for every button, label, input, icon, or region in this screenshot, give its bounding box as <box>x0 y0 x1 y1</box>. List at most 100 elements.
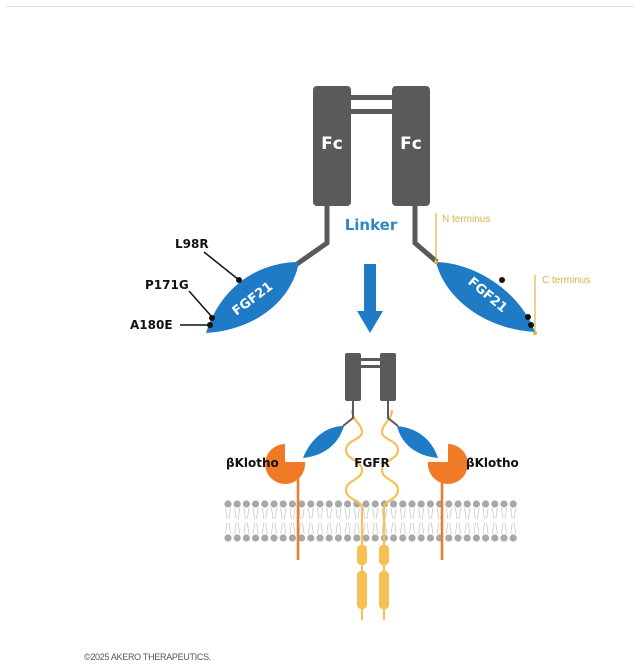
lipid-head <box>362 534 370 542</box>
lipid-head <box>270 500 278 508</box>
mutation-leader-l98r <box>203 251 240 281</box>
lipid-tail <box>363 507 366 520</box>
lipid-head <box>390 534 398 542</box>
lipid-tail <box>399 522 403 535</box>
lipid-tail <box>307 522 311 535</box>
lipid-tail <box>436 507 439 520</box>
lipid-head <box>224 500 232 508</box>
lipid-tail <box>363 522 366 535</box>
linker-left <box>295 206 330 267</box>
mutation-dot-a180e <box>207 322 213 328</box>
lipid-head <box>307 534 315 542</box>
fgf21-left-shape <box>206 262 299 333</box>
mutation-leader-p171g <box>188 290 213 318</box>
fgfr-right-kinase-1 <box>379 545 389 565</box>
mutation-label-a180e: A180E <box>130 318 173 332</box>
lipid-tail <box>234 507 237 520</box>
linker-small-right <box>387 401 399 427</box>
lipid-tail <box>326 507 329 520</box>
lipid-head <box>390 500 398 508</box>
lipid-tail <box>344 507 347 520</box>
lipid-head <box>371 500 379 508</box>
lipid-tail <box>486 507 489 520</box>
fgfr-left <box>344 409 367 620</box>
lipid-head <box>298 500 306 508</box>
lipid-tail <box>247 507 250 520</box>
lipid-head <box>500 500 508 508</box>
lipid-head <box>279 500 287 508</box>
lipid-head <box>445 534 453 542</box>
fgfr-label: FGFR <box>354 456 389 470</box>
fc-domain-right <box>392 86 430 206</box>
lipid-tail <box>477 522 480 535</box>
lipid-tail <box>289 507 292 520</box>
lipid-head <box>298 534 306 542</box>
lipid-tail <box>449 522 452 535</box>
lipid-head <box>334 500 342 508</box>
lipid-head <box>399 500 407 508</box>
lipid-tail <box>418 522 421 535</box>
lipid-tail <box>495 522 498 535</box>
lipid-head <box>334 534 342 542</box>
mutation-label-l98r: L98R <box>175 237 209 251</box>
lipid-head <box>408 500 416 508</box>
lipid-head <box>270 534 278 542</box>
fgfr-right-extracellular <box>380 409 400 545</box>
lipid-tail <box>252 507 255 520</box>
lipid-head <box>491 534 499 542</box>
lipid-tail <box>261 507 265 520</box>
lipid-head <box>509 500 517 508</box>
lipid-tail <box>418 507 421 520</box>
lipid-tail <box>357 522 360 535</box>
bklotho-left <box>265 444 306 560</box>
lipid-tail <box>372 507 375 520</box>
lipid-tail <box>495 507 498 520</box>
fc-small-right <box>380 353 396 401</box>
lipid-tail <box>449 507 452 520</box>
lipid-tail <box>375 522 379 535</box>
fgf21-left: FGF21 L98R P171G A180E <box>130 237 299 333</box>
fgfr-right-kinase-2 <box>379 571 389 609</box>
lipid-tail <box>445 522 449 535</box>
lipid-tail <box>256 507 259 520</box>
bklotho-label-right: βKlotho <box>466 456 519 470</box>
lipid-head <box>454 534 462 542</box>
lipid-head <box>252 534 260 542</box>
lipid-tail <box>271 522 274 535</box>
mutation-label-p171g: P171G <box>145 278 189 292</box>
fc-small-left <box>345 353 361 401</box>
mutation-dot-l98r <box>236 277 242 283</box>
fgfr-right <box>379 409 400 620</box>
lipid-head <box>426 500 434 508</box>
fc-small-bond-1 <box>361 358 380 361</box>
bklotho-label-left: βKlotho <box>226 456 279 470</box>
lipid-tail <box>458 522 461 535</box>
lipid-tail <box>289 522 292 535</box>
lipid-tail <box>445 507 449 520</box>
lipid-tail <box>339 522 342 535</box>
lipid-tail <box>412 507 415 520</box>
lipid-tail <box>225 507 228 520</box>
down-arrow-icon <box>357 264 383 333</box>
lipid-head <box>325 534 333 542</box>
lipid-tail <box>320 522 323 535</box>
lipid-head <box>417 534 425 542</box>
lipid-tail <box>467 522 471 535</box>
lipid-tail <box>243 522 246 535</box>
lipid-head <box>472 500 480 508</box>
lipid-head <box>316 500 324 508</box>
lipid-tail <box>225 522 228 535</box>
lipid-tail <box>431 522 434 535</box>
lipid-head <box>500 534 508 542</box>
lipid-head <box>224 534 232 542</box>
lipid-head <box>233 500 241 508</box>
lipid-tail <box>431 507 434 520</box>
lipid-tail <box>311 522 314 535</box>
lipid-tail <box>455 522 458 535</box>
lipid-tail <box>293 507 296 520</box>
lipid-tail <box>320 507 323 520</box>
lipid-tail <box>394 507 397 520</box>
linker-right <box>412 206 439 264</box>
lipid-head <box>463 534 471 542</box>
